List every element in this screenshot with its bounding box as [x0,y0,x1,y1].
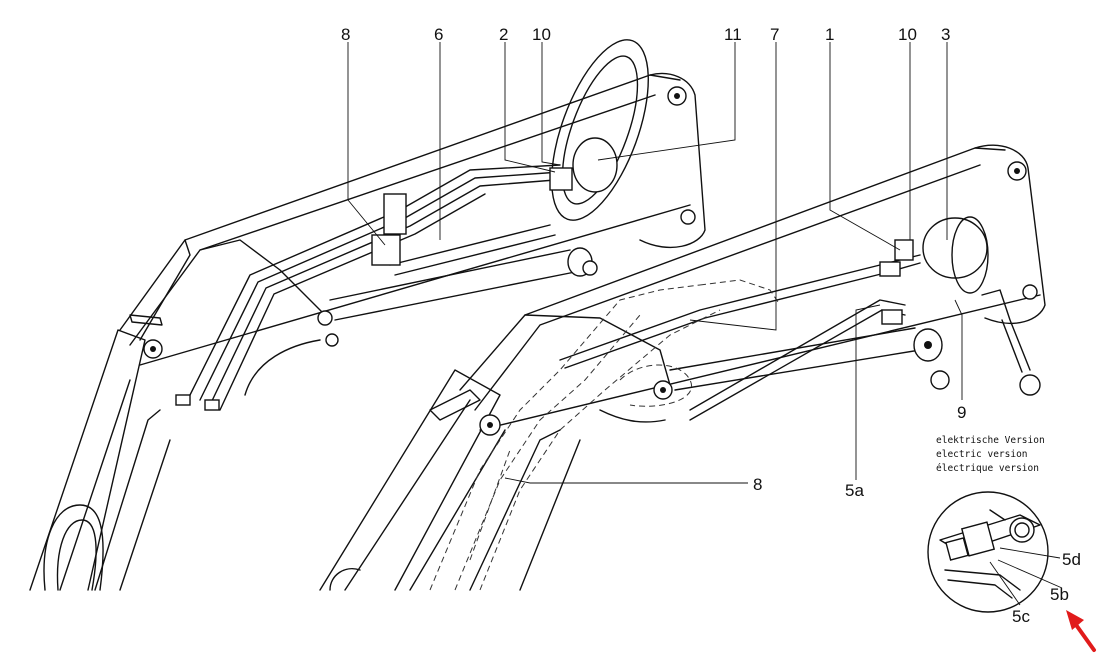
callout-5d: 5d [1062,550,1081,569]
left-loader-arm [29,39,706,591]
electric-version-detail [927,491,1049,613]
callout-9: 9 [957,403,966,422]
callout-6: 6 [434,25,443,44]
callout-5c: 5c [1012,607,1030,626]
callout-10-left: 10 [532,25,551,44]
callout-8-top: 8 [341,25,350,44]
right-loader-arm [319,144,1046,591]
callout-5b: 5b [1050,585,1069,604]
callout-labels: 8 6 2 10 11 7 1 10 3 9 5a 8 5d 5b 5c [341,25,1081,626]
leader-lines [347,42,1063,606]
red-arrow-icon [1066,610,1096,652]
callout-10-right: 10 [898,25,917,44]
note-german: elektrische Version [936,435,1045,446]
callout-11: 11 [724,25,742,44]
note-english: electric version [936,449,1028,460]
electric-version-note: elektrische Version electric version éle… [936,435,1045,474]
callout-1: 1 [825,25,834,44]
note-french: électrique version [936,463,1039,474]
callout-8-mid: 8 [753,475,762,494]
callout-7: 7 [770,25,779,44]
callout-5a: 5a [845,481,864,500]
callout-2: 2 [499,25,508,44]
callout-3: 3 [941,25,950,44]
